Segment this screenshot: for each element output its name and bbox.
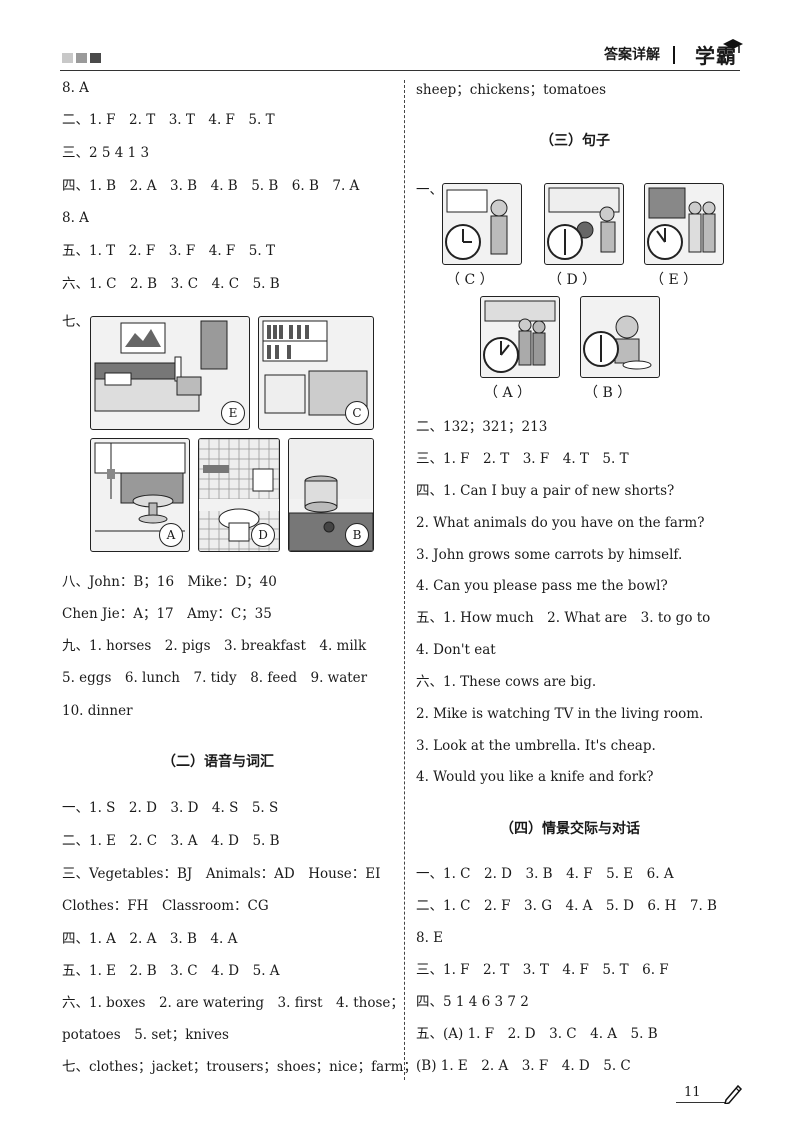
header-square-mid (76, 53, 87, 63)
answer-line: 4. Can you please pass me the bowl? (416, 578, 668, 594)
answer-line: 五、(A) 1. F 2. D 3. C 4. A 5. B (416, 1026, 658, 1042)
answer-line: 10. dinner (62, 703, 133, 719)
answer-line: 一、1. C 2. D 3. B 4. F 5. E 6. A (416, 866, 674, 882)
bathroom-illustration (199, 439, 279, 551)
bathroom-picture: D (198, 438, 280, 552)
answer-line: 2. What animals do you have on the farm? (416, 515, 705, 531)
column-divider (404, 80, 405, 1080)
clock-caption: （ A ） (484, 385, 532, 401)
section-title: （三）句子 (540, 133, 610, 149)
answer-line: potatoes 5. set；knives (62, 1027, 229, 1043)
header-square-light (62, 53, 73, 63)
answer-line: 二、1. F 2. T 3. T 4. F 5. T (62, 112, 275, 128)
bedroom-picture: E (90, 316, 250, 430)
clock-caption: （ C ） (446, 272, 494, 288)
answer-line: 四、1. A 2. A 3. B 4. A (62, 931, 238, 947)
clock-scene-illustration (583, 315, 652, 370)
study-illustration (262, 320, 368, 416)
answer-line: 8. A (62, 210, 89, 226)
answer-line: 三、Vegetables：BJ Animals：AD House：EI (62, 866, 381, 882)
study-picture: C (258, 316, 374, 430)
answer-line: 六、1. boxes 2. are watering 3. first 4. t… (62, 995, 404, 1011)
answer-line: 4. Don't eat (416, 642, 496, 658)
answer-line: 二、132；321；213 (416, 419, 548, 435)
answer-line: 八、John：B；16 Mike：D；40 (62, 574, 277, 590)
picture-letter: A (159, 523, 183, 547)
pencil-icon (724, 1084, 743, 1104)
clock-caption: （ B ） (584, 385, 632, 401)
answer-line: 二、1. C 2. F 3. G 4. A 5. D 6. H 7. B (416, 898, 717, 914)
picture-letter: B (345, 523, 369, 547)
answer-line: 8. A (62, 80, 89, 96)
clock-scene-illustration (547, 187, 620, 260)
question-label: 七、 (62, 314, 89, 330)
clock-picture (480, 296, 560, 378)
living-room-illustration (94, 442, 186, 532)
header-rule (60, 70, 740, 71)
answer-line: 五、1. How much 2. What are 3. to go to (416, 610, 711, 626)
clock-picture (544, 183, 624, 265)
kitchen-picture: B (288, 438, 374, 552)
answer-line: Chen Jie：A；17 Amy：C；35 (62, 606, 272, 622)
clock-scene-illustration (647, 187, 716, 260)
answer-line: 3. John grows some carrots by himself. (416, 547, 683, 563)
page-number: 11 (684, 1085, 701, 1100)
header-separator (673, 46, 675, 64)
section-title: （二）语音与词汇 (162, 754, 274, 770)
answer-line: (B) 1. E 2. A 3. F 4. D 5. C (416, 1058, 631, 1074)
answer-line: 六、1. C 2. B 3. C 4. C 5. B (62, 276, 280, 292)
answer-line: 五、1. E 2. B 3. C 4. D 5. A (62, 963, 280, 979)
picture-letter: E (221, 401, 245, 425)
answer-line: 3. Look at the umbrella. It's cheap. (416, 738, 656, 754)
answer-line: 5. eggs 6. lunch 7. tidy 8. feed 9. wate… (62, 670, 368, 686)
header-square-dark (90, 53, 101, 63)
graduation-cap-icon (723, 39, 743, 53)
answer-line: 2. Mike is watching TV in the living roo… (416, 706, 704, 722)
header-logo: 学霸 (695, 44, 737, 68)
answer-line: 三、2 5 4 1 3 (62, 145, 150, 161)
section-title: （四）情景交际与对话 (500, 821, 640, 837)
living-room-picture: A (90, 438, 190, 552)
clock-scene-illustration (483, 300, 556, 373)
clock-picture (580, 296, 660, 378)
question-label: 一、 (416, 182, 443, 198)
answer-line: 三、1. F 2. T 3. T 4. F 5. T 6. F (416, 962, 669, 978)
footer-rule (676, 1102, 726, 1103)
answer-line: 4. Would you like a knife and fork? (416, 769, 654, 785)
answer-line: 九、1. horses 2. pigs 3. breakfast 4. milk (62, 638, 367, 654)
bedroom-illustration (94, 320, 228, 412)
clock-caption: （ E ） (650, 272, 698, 288)
clock-picture (644, 183, 724, 265)
header-title: 答案详解 (604, 47, 660, 63)
header-decoration (62, 53, 101, 63)
answer-line: 二、1. E 2. C 3. A 4. D 5. B (62, 833, 280, 849)
answer-line: Clothes：FH Classroom：CG (62, 898, 269, 914)
answer-line: 四、1. B 2. A 3. B 4. B 5. B 6. B 7. A (62, 178, 360, 194)
clock-picture (442, 183, 522, 265)
clock-scene-illustration (445, 189, 508, 260)
answer-line: 四、5 1 4 6 3 7 2 (416, 994, 529, 1010)
picture-letter: D (251, 523, 275, 547)
answer-line: 六、1. These cows are big. (416, 674, 597, 690)
picture-letter: C (345, 401, 369, 425)
answer-line: 8. E (416, 930, 444, 946)
answer-line: 五、1. T 2. F 3. F 4. F 5. T (62, 243, 275, 259)
clock-caption: （ D ） (548, 272, 597, 288)
answer-line: 三、1. F 2. T 3. F 4. T 5. T (416, 451, 629, 467)
answer-line: sheep；chickens；tomatoes (416, 82, 607, 98)
answer-line: 一、1. S 2. D 3. D 4. S 5. S (62, 800, 279, 816)
answer-line: 四、1. Can I buy a pair of new shorts? (416, 483, 675, 499)
answer-line: 七、clothes；jacket；trousers；shoes；nice；far… (62, 1059, 417, 1075)
